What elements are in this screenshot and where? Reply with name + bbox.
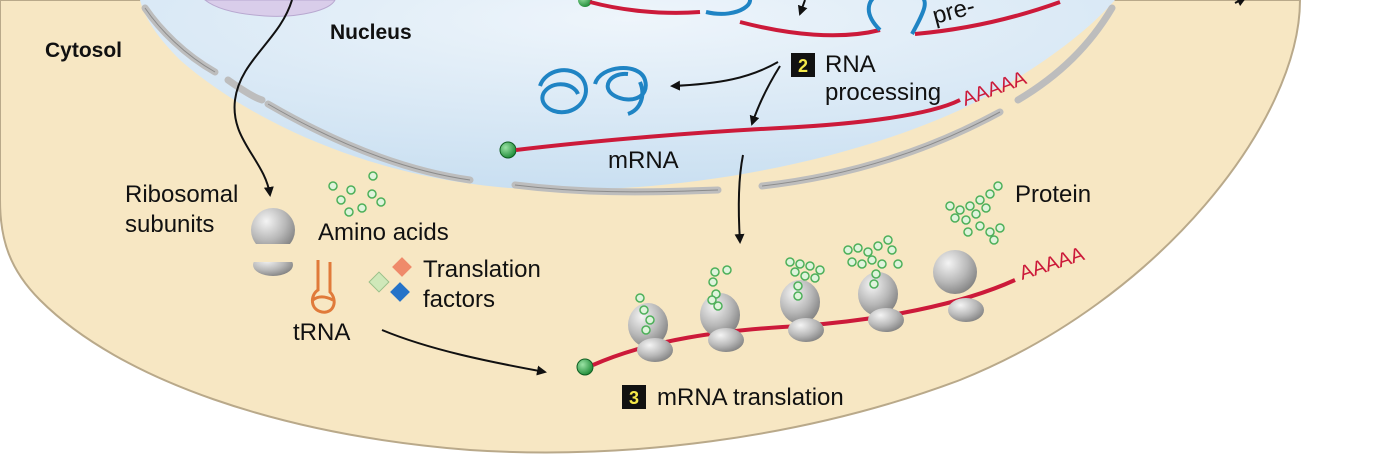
rna-processing-line2: processing: [825, 79, 941, 106]
step2-number: 2: [798, 56, 808, 76]
ribosomal-label-line2: subunits: [125, 211, 214, 238]
step2-badge: [791, 53, 815, 77]
cap-green-icon: [578, 0, 592, 7]
intron-arrow: [670, 61, 779, 91]
mrna-arrow: [749, 65, 781, 126]
translation-factors-line2: factors: [423, 286, 495, 313]
rna-processing-line1: RNA: [825, 51, 876, 78]
mrna-cap-icon: [499, 141, 517, 159]
polyribosomes: [628, 250, 984, 362]
protein-label: Protein: [1015, 181, 1091, 208]
cytosol-label: Cytosol: [45, 39, 122, 62]
trna-icon: [311, 260, 336, 314]
mrna-translation-label: mRNA translation: [657, 384, 844, 411]
translation-factors-line1: Translation: [423, 256, 541, 283]
trna-label: tRNA: [293, 319, 350, 346]
amino-acids-icon: [328, 171, 386, 217]
mrna-export-arrow: [734, 154, 745, 244]
ribosomal-label-line1: Ribosomal: [125, 181, 238, 208]
ribosome-1-icon: [628, 303, 673, 362]
components-to-translation-arrow: [381, 329, 547, 376]
ribosome-5-icon: [933, 250, 984, 322]
ribosome-export-arrow: [233, 0, 293, 197]
translation-factors-icon: [368, 257, 412, 302]
amino-acids-label: Amino acids: [318, 219, 449, 246]
excised-introns: [538, 66, 648, 116]
nucleus-label: Nucleus: [330, 21, 412, 44]
step3-badge: [622, 385, 646, 409]
cytosol-mrna-cap-icon: [576, 358, 594, 376]
ribosome-3-icon: [780, 280, 824, 342]
peptide-chains: [635, 181, 1005, 335]
chromatin-region: [204, 0, 336, 17]
ribosome-4-icon: [858, 272, 904, 332]
ribosomal-subunits-icon: [251, 208, 295, 276]
mrna-label: mRNA: [608, 147, 679, 174]
mature-mrna: [515, 98, 961, 152]
pre-mrna-top: [578, 0, 1247, 38]
step3-number: 3: [629, 388, 639, 408]
nucleus-region: [140, 0, 1115, 190]
